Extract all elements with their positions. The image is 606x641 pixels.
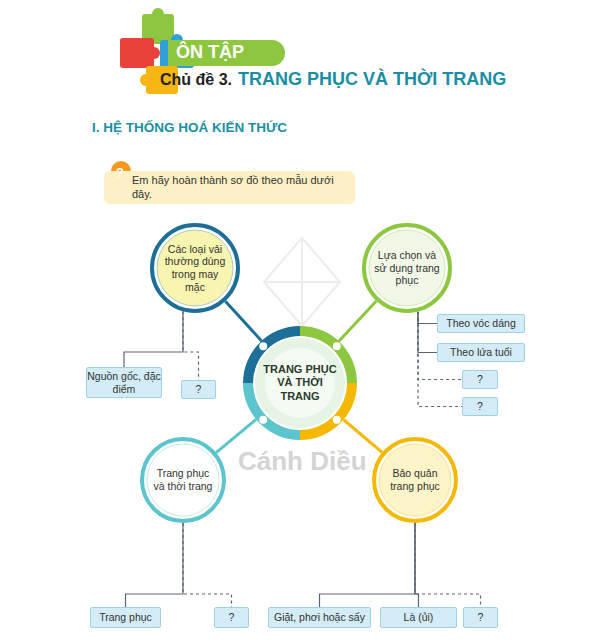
section-heading: I. HỆ THỐNG HOÁ KIẾN THỨC xyxy=(92,120,287,135)
diagram-title: TRANG PHỤC VÀ THỜI TRANG xyxy=(238,69,506,90)
item-box: Trang phục xyxy=(90,607,161,628)
connector xyxy=(225,301,261,341)
connector xyxy=(415,523,481,607)
connector xyxy=(339,301,377,341)
item-box: Giặt, phơi hoặc sấy xyxy=(268,607,371,628)
section-tag: ÔN TẬP xyxy=(176,42,244,63)
topic-circle: Các loại vải thường dùng trong may mặc xyxy=(150,223,240,313)
connector xyxy=(183,311,199,380)
section-heading: I. HỆ THỐNG HOÁ KIẾN THỨC xyxy=(92,118,287,136)
section-tag: ÔN TẬP xyxy=(176,42,244,62)
connector xyxy=(418,312,437,353)
connector xyxy=(418,312,437,324)
blank-box: ? xyxy=(462,370,498,389)
node-text: Lựa chọn và sử dụng trang phục xyxy=(373,249,441,287)
connector xyxy=(126,523,184,607)
central-circle: TRANG PHỤC VÀ THỜI TRANG xyxy=(243,326,357,440)
topic-number: Chủ đề 3. xyxy=(160,71,232,89)
connector xyxy=(183,523,232,607)
question-mark: ? xyxy=(116,165,124,180)
node-text: ? xyxy=(196,383,202,396)
item-box: Là (ủi) xyxy=(380,607,457,628)
watermark: Cánh Diều xyxy=(238,446,367,477)
node-text: ? xyxy=(477,373,483,386)
connector xyxy=(320,523,416,607)
topic-circle: Bảo quản trang phục xyxy=(372,437,458,523)
topic-circle: Lựa chọn và sử dụng trang phục xyxy=(362,223,452,313)
node-text: Theo vóc dáng xyxy=(446,317,515,330)
node-text: Em hãy hoàn thành sơ đồ theo mẫu dưới đâ… xyxy=(132,174,345,200)
item-box: Nguồn gốc, đặc điểm xyxy=(86,367,162,398)
node-text: Bảo quản trang phục xyxy=(383,467,448,492)
node-text: Theo lứa tuổi xyxy=(450,346,512,359)
node-text: Trang phục xyxy=(99,611,152,624)
title-ribbon xyxy=(168,40,285,66)
title-text: TRANG PHỤC VÀ THỜI TRANG xyxy=(238,69,506,89)
node-text: Giặt, phơi hoặc sấy xyxy=(274,611,365,624)
blank-box: ? xyxy=(462,397,498,416)
node-text: Trang phục và thời trang xyxy=(151,467,216,492)
node-text: ? xyxy=(478,611,484,624)
item-box: Theo vóc dáng xyxy=(437,314,525,333)
kite-watermark xyxy=(264,238,340,326)
item-box: Theo lứa tuổi xyxy=(437,343,525,362)
question-mark: ? xyxy=(116,163,124,181)
blank-box: ? xyxy=(181,380,216,399)
blank-box: ? xyxy=(463,607,498,628)
topic-circle: Trang phục và thời trang xyxy=(140,437,226,523)
watermark: Cánh Diều xyxy=(238,446,367,476)
topic-number: Chủ đề 3. xyxy=(160,71,232,88)
node-text: Các loại vải thường dùng trong may mặc xyxy=(161,243,229,293)
node-text: Nguồn gốc, đặc điểm xyxy=(87,370,161,395)
node-text: TRANG PHỤC VÀ THỜI TRANG xyxy=(260,363,340,403)
node-text: Là (ủi) xyxy=(404,611,434,624)
node-text: ? xyxy=(229,611,235,624)
instruction-box: Em hãy hoàn thành sơ đồ theo mẫu dưới đâ… xyxy=(104,171,355,203)
node-text: ? xyxy=(477,400,483,413)
blank-box: ? xyxy=(214,607,249,628)
connector xyxy=(124,311,183,367)
